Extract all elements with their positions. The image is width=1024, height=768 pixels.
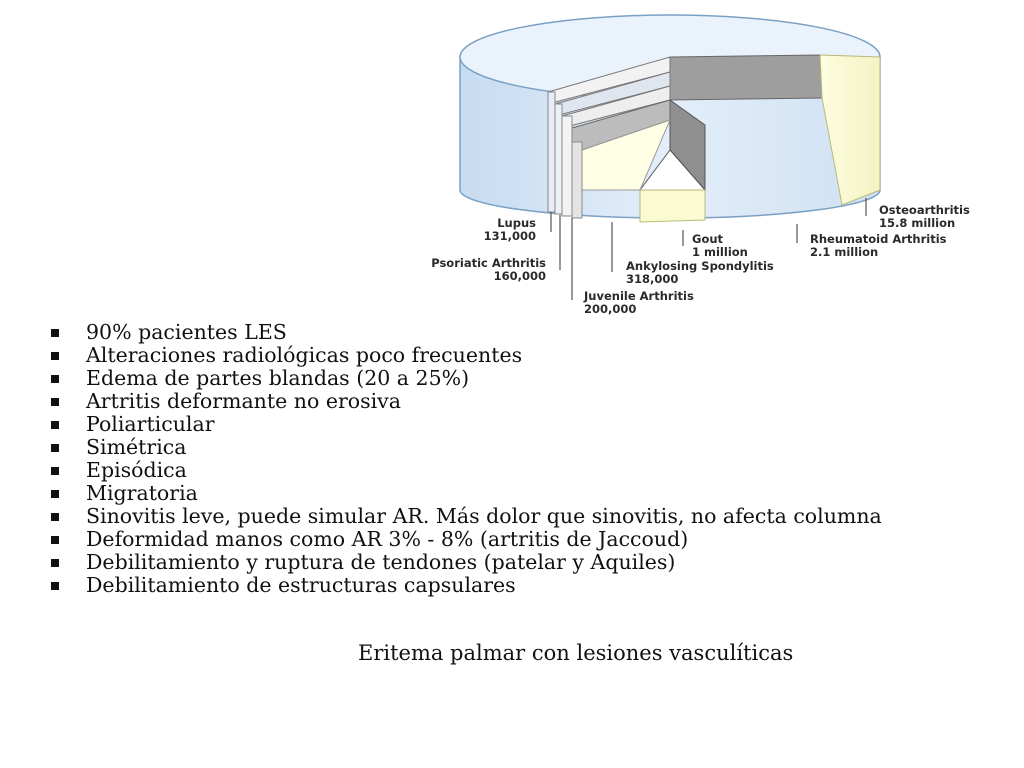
bullet-item: Poliarticular — [48, 413, 928, 436]
label-juvenile-name: Juvenile Arthritis — [583, 289, 694, 303]
label-psoriatic-name: Psoriatic Arthritis — [431, 256, 546, 270]
bullet-item: Artritis deformante no erosiva — [48, 390, 928, 413]
image-caption: Eritema palmar con lesiones vasculíticas — [358, 641, 794, 665]
bullet-item: Episódica — [48, 459, 928, 482]
label-rheumatoid-name: Rheumatoid Arthritis — [810, 232, 947, 246]
bullet-item: Migratoria — [48, 482, 928, 505]
label-ankylosing-name: Ankylosing Spondylitis — [626, 259, 774, 273]
label-psoriatic-value: 160,000 — [494, 269, 546, 283]
cylinder-pie-chart: Lupus 131,000 Psoriatic Arthritis 160,00… — [0, 0, 1024, 320]
bullet-item: 90% pacientes LES — [48, 321, 928, 344]
bullet-list: 90% pacientes LES Alteraciones radiológi… — [48, 321, 928, 597]
bullet-item: Deformidad manos como AR 3% - 8% (artrit… — [48, 528, 928, 551]
slice-rheumatoid-arthritis — [669, 54, 823, 101]
bullet-item: Simétrica — [48, 436, 928, 459]
label-ankylosing-value: 318,000 — [626, 272, 678, 286]
ledge-2 — [554, 103, 563, 215]
ledge-1 — [547, 91, 556, 213]
label-rheumatoid-value: 2.1 million — [810, 245, 878, 259]
bullet-item: Debilitamiento de estructuras capsulares — [48, 574, 928, 597]
ledge-3 — [561, 115, 573, 217]
label-gout-name: Gout — [692, 232, 724, 246]
label-lupus-name: Lupus — [497, 216, 536, 230]
label-osteoarthritis-name: Osteoarthritis — [879, 203, 970, 217]
ledge-4 — [571, 141, 583, 219]
bullet-item: Edema de partes blandas (20 a 25%) — [48, 367, 928, 390]
label-lupus-value: 131,000 — [484, 229, 536, 243]
bullet-item: Debilitamiento y ruptura de tendones (pa… — [48, 551, 928, 574]
label-osteoarthritis-value: 15.8 million — [879, 216, 955, 230]
slice-osteoarthritis — [819, 54, 881, 206]
bullet-item: Alteraciones radiológicas poco frecuente… — [48, 344, 928, 367]
chart-svg: Lupus 131,000 Psoriatic Arthritis 160,00… — [431, 14, 970, 316]
slice-front-face — [639, 189, 706, 223]
bullet-item: Sinovitis leve, puede simular AR. Más do… — [48, 505, 928, 528]
label-gout-value: 1 million — [692, 245, 748, 259]
label-juvenile-value: 200,000 — [584, 302, 636, 316]
